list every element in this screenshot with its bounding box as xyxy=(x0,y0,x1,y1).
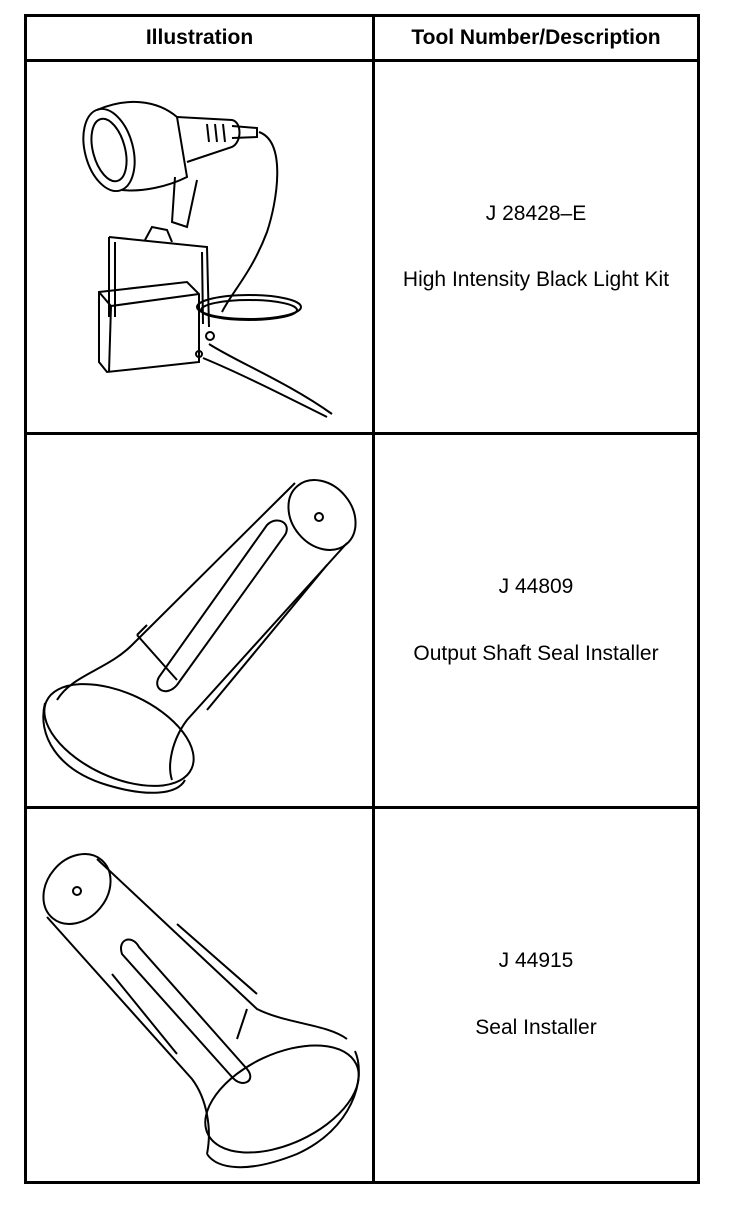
header-illustration: Illustration xyxy=(145,26,254,49)
row-2-description-cell: J 44809 Output Shaft Seal Installer xyxy=(375,435,697,806)
black-light-kit-illustration xyxy=(27,62,372,432)
tool-description: High Intensity Black Light Kit xyxy=(402,268,670,291)
header-tool-number-description: Tool Number/Description xyxy=(411,26,661,49)
tool-table: Illustration Tool Number/Description xyxy=(24,14,700,1184)
row-divider xyxy=(27,432,697,435)
tool-description: Output Shaft Seal Installer xyxy=(413,642,659,665)
seal-installer-illustration xyxy=(27,809,372,1181)
tool-description: Seal Installer xyxy=(475,1016,597,1039)
row-divider xyxy=(27,806,697,809)
tool-number: J 44915 xyxy=(498,949,574,972)
output-shaft-seal-installer-illustration xyxy=(27,435,372,806)
row-3-description-cell: J 44915 Seal Installer xyxy=(375,809,697,1181)
tool-number: J 44809 xyxy=(498,575,574,598)
header-divider xyxy=(27,59,697,62)
column-divider xyxy=(372,17,375,1181)
row-1-description-cell: J 28428–E High Intensity Black Light Kit xyxy=(375,62,697,432)
tool-number: J 28428–E xyxy=(485,202,587,225)
